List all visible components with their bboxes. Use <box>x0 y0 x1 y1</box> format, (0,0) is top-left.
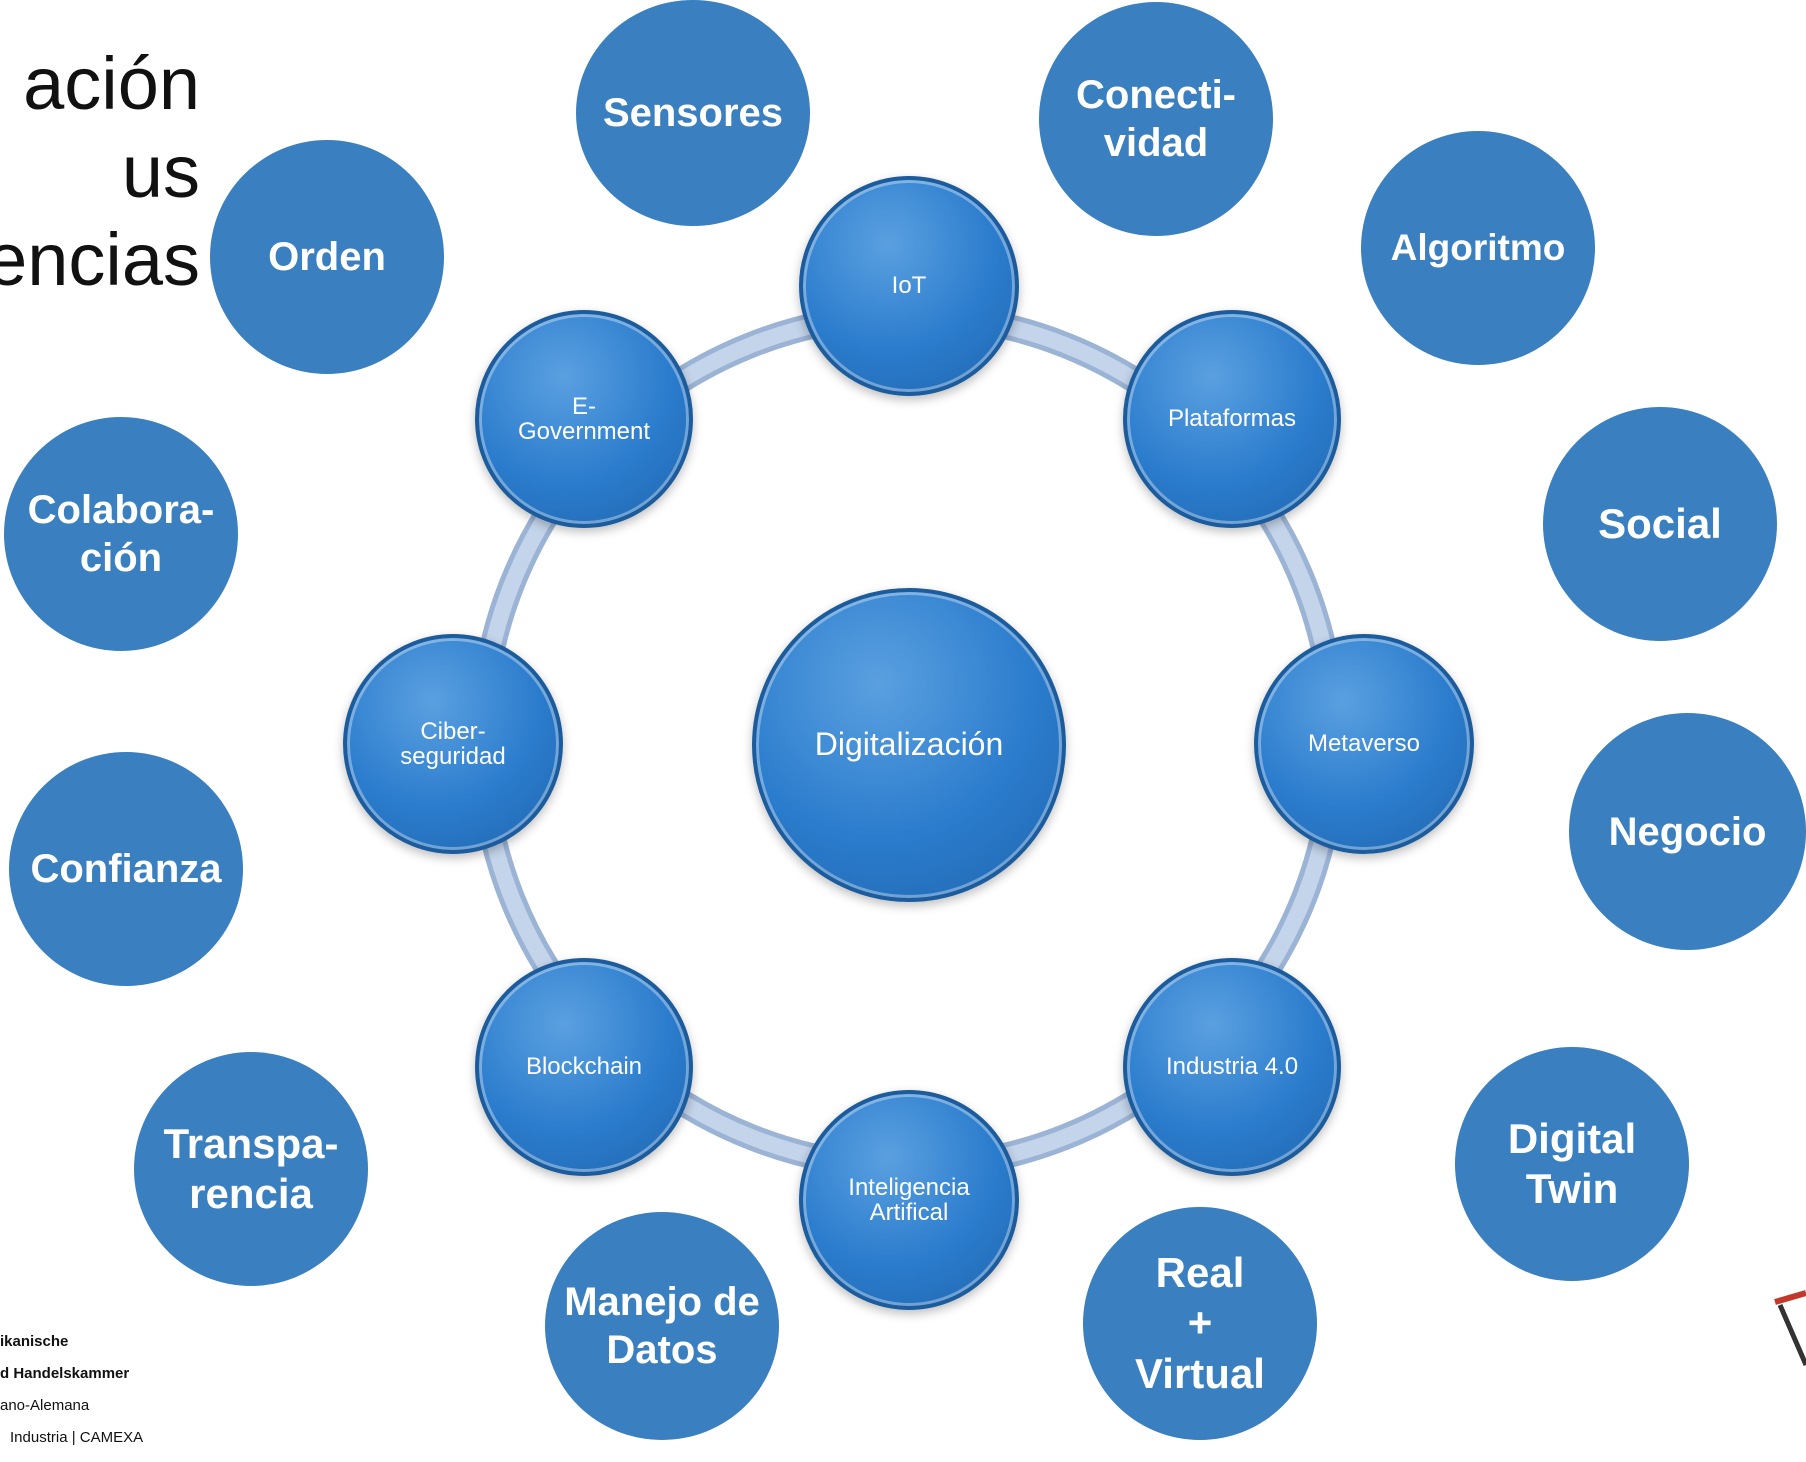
ring-node-label: Blockchain <box>525 1053 643 1081</box>
bubble-manejo-de-datos: Manejo de Datos <box>545 1212 779 1440</box>
bubble-negocio: Negocio <box>1569 713 1806 950</box>
bubble-label: Social <box>1598 499 1722 547</box>
logo-line-1: ikanische <box>0 1333 69 1350</box>
ring-node-label: Metaverso <box>1307 730 1421 758</box>
bubble-label: Conecti- vidad <box>1076 73 1236 165</box>
bubble-label: Digital Twin <box>1507 1114 1637 1212</box>
bubble-label: Orden <box>268 235 386 279</box>
ring-node-industria: Industria 4.0 <box>1123 958 1341 1176</box>
center-node-digitalizacion: Digitalización <box>752 588 1066 902</box>
ring-node-label: Inteligencia Artifical <box>848 1173 970 1226</box>
ring-node-ciberseguridad: Ciber- seguridad <box>343 634 563 854</box>
ring-node-e-government: E- Government <box>475 310 693 528</box>
bubble-label: Manejo de Datos <box>564 1280 760 1372</box>
bubble-algoritmo: Algoritmo <box>1361 131 1595 365</box>
ring-node-blockchain: Blockchain <box>475 958 693 1176</box>
bubble-orden: Orden <box>210 140 444 374</box>
ring-node-label: Plataformas <box>1167 405 1297 433</box>
logo-line-4: Industria | CAMEXA <box>10 1429 144 1446</box>
camexa-logo-text: ikanische d Handelskammer ano-Alemana In… <box>0 1318 143 1462</box>
bubble-real-virtual: Real + Virtual <box>1083 1207 1317 1440</box>
bubble-label: Confianza <box>30 847 222 891</box>
bubble-confianza: Confianza <box>9 752 243 986</box>
bubble-label: Algoritmo <box>1390 226 1566 268</box>
ring-node-label: Industria 4.0 <box>1165 1053 1299 1081</box>
ring-node-label: E- Government <box>517 392 651 445</box>
ring-node-metaverso: Metaverso <box>1254 634 1474 854</box>
ring-node-iot: IoT <box>799 176 1019 396</box>
bubble-digital-twin: Digital Twin <box>1455 1047 1689 1281</box>
bubble-label: Colabora- ción <box>27 488 215 580</box>
logo-line-2: d Handelskammer <box>0 1365 130 1382</box>
logo-line-3: ano-Alemana <box>0 1397 90 1414</box>
bubble-sensores: Sensores <box>576 0 810 226</box>
bubble-colaboracion: Colabora- ción <box>4 417 238 651</box>
bubble-transparencia: Transpa- rencia <box>134 1052 368 1286</box>
bubble-social: Social <box>1543 407 1777 641</box>
ring-node-label: IoT <box>891 272 927 300</box>
bubble-label: Negocio <box>1608 809 1767 854</box>
slide-title: ación us encias <box>0 42 200 301</box>
bubble-conectividad: Conecti- vidad <box>1039 2 1273 236</box>
brand-logo-fragment <box>1774 1290 1806 1366</box>
bubble-label: Sensores <box>602 91 784 135</box>
center-label: Digitalización <box>814 726 1004 763</box>
ring-node-plataformas: Plataformas <box>1123 310 1341 528</box>
bubble-label: Real + Virtual <box>1135 1248 1265 1397</box>
ring-node-inteligencia-artificial: Inteligencia Artifical <box>799 1090 1019 1310</box>
bubble-label: Transpa- rencia <box>163 1119 339 1217</box>
ring-node-label: Ciber- seguridad <box>400 717 506 770</box>
